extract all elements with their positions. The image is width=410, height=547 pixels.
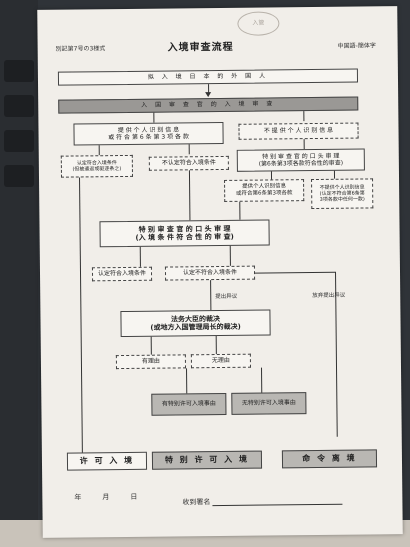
laptop-key [4, 95, 34, 117]
signature-line[interactable] [212, 503, 343, 507]
laptop-key [4, 130, 34, 152]
laptop-key [4, 165, 34, 187]
laptop-key [4, 60, 34, 82]
flowchart-document: 入管 別記第7号の3様式 入境审查流程 中国語-簡体字 拟 入 境 日 本 的 … [37, 6, 403, 538]
box-not-meets-conditions-center: 认定不符合入境条件 [164, 265, 256, 281]
box-provide-identification: 提 供 个 人 识 别 信 息 或 符 合 第 6 条 第 3 项 各 款 [73, 121, 224, 146]
box-reason-no: 无理由 [190, 353, 252, 369]
desk-background [0, 0, 38, 547]
stamp: 入管 [237, 11, 280, 36]
date-month: 月 [102, 493, 110, 502]
box-provide-identification-second: 提供个人识别信息 或符合第6条第3项各款 [224, 179, 305, 202]
box-not-provide-identification: 不 提 供 个 人 识 别 信 息 [238, 122, 359, 140]
box-special-permission-no: 无特别许可入境事由 [231, 392, 307, 415]
box-meets-conditions-first: 认定符合入境条件 (但被遣返或驱逐条之) [60, 154, 133, 178]
signature-label: 收到署名 [182, 498, 211, 507]
form-number: 別記第7号の3様式 [55, 45, 106, 53]
box-special-permission-yes: 有特别许可入境事由 [151, 392, 227, 416]
label-objection: 提出异议 [215, 293, 238, 301]
label-no-objection: 放弃提出异议 [312, 292, 346, 300]
box-oral-exam-article6: 特 别 审 查 官 的 口 头 审 理 (第6条第3项各款符合性的审查) [236, 148, 365, 172]
date-day: 日 [130, 492, 138, 501]
result-permit-landing: 许 可 入 境 [66, 451, 148, 471]
step-immigration-inspection: 入 国 审 查 官 的 入 境 审 查 [58, 96, 359, 114]
language-label: 中国語-簡体字 [337, 42, 376, 50]
box-not-provide-identification-second: 不提供个人识别信息 (认定不符合第6条第 3项各款中任何一款) [311, 178, 374, 210]
box-meets-conditions-center: 认定符合入境条件 [91, 266, 153, 282]
box-reason-yes: 有理由 [115, 354, 187, 370]
box-not-meets-conditions-first: 不认定符合入境条件 [148, 155, 229, 171]
result-deportation-order: 命 令 离 境 [281, 449, 378, 469]
date-year: 年 [74, 493, 82, 502]
result-special-permission: 特 别 许 可 入 境 [151, 450, 263, 470]
box-oral-exam-landing: 特 别 审 查 官 的 口 头 审 理 (入 境 条 件 符 合 性 的 审 查… [99, 219, 270, 248]
box-minister-decision: 法务大臣的裁决 (或地方入国管理局长的裁决) [120, 309, 271, 338]
document-title: 入境审查流程 [167, 41, 234, 54]
